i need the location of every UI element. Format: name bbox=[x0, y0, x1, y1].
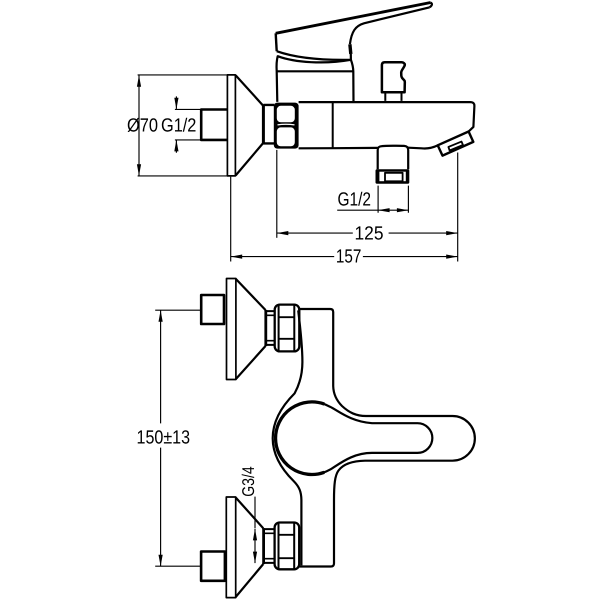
svg-text:G3/4: G3/4 bbox=[239, 466, 258, 497]
svg-text:G1/2: G1/2 bbox=[338, 190, 372, 211]
svg-text:G1/2: G1/2 bbox=[161, 116, 196, 137]
svg-text:Ø70: Ø70 bbox=[127, 116, 158, 137]
svg-text:150±13: 150±13 bbox=[137, 427, 191, 448]
svg-text:125: 125 bbox=[355, 223, 384, 244]
svg-text:157: 157 bbox=[336, 246, 362, 267]
